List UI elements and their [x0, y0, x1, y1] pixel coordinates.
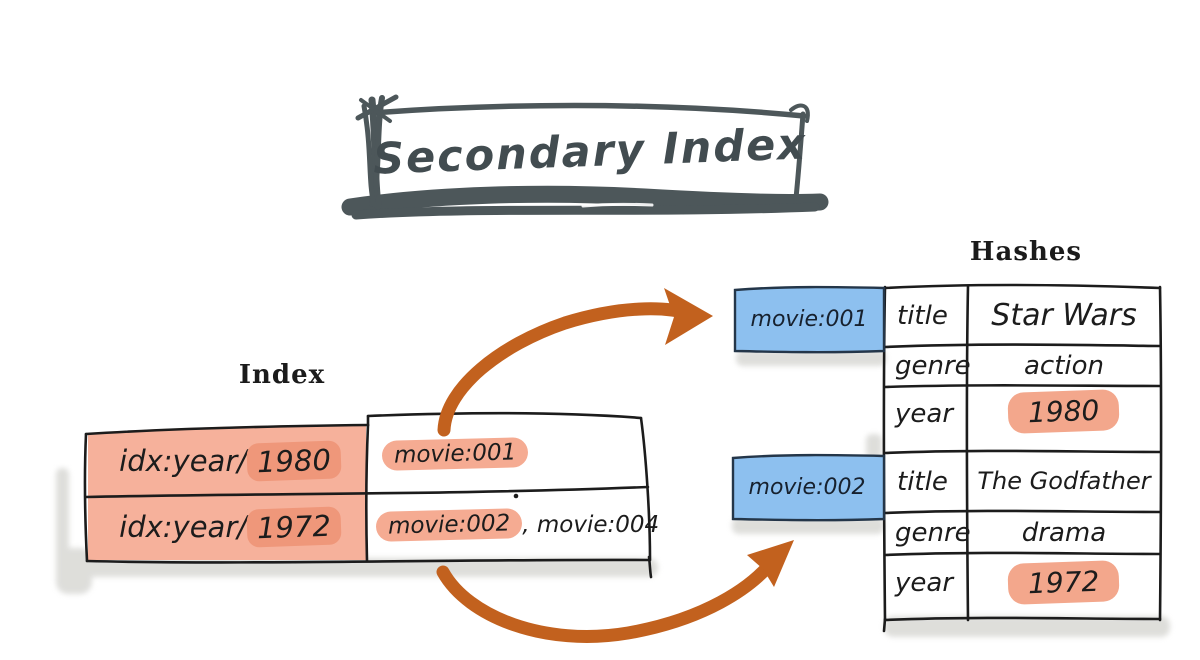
index-key-prefix-1: idx:year/	[119, 444, 248, 478]
key-box-movie-002	[731, 453, 886, 522]
index-value-hl-2: movie:002	[375, 508, 523, 542]
hash-key-movie-001: movie:001	[750, 306, 868, 332]
arrow-to-movie-002	[436, 540, 794, 643]
hash-value-genre-2: drama	[1021, 518, 1107, 548]
hash-key-movie-002: movie:002	[748, 474, 866, 500]
hash-value-title-2: The Godfather	[977, 467, 1151, 495]
hash-field-genre-2: genre	[895, 518, 971, 548]
index-key-year-1: 1980	[246, 440, 342, 482]
hash-value-year-1: 1980	[974, 388, 1154, 434]
index-value-row-1: movie:001	[381, 437, 632, 471]
hash-field-title-2: title	[897, 467, 948, 497]
index-value-rest-2: , movie:004	[522, 512, 660, 538]
key-box-movie-001	[733, 285, 886, 354]
hash-value-genre-1: action	[1023, 351, 1105, 381]
index-key-row-2: idx:year/1972	[98, 503, 362, 551]
hash-field-year-2: year	[895, 568, 954, 598]
hash-table-grid	[882, 283, 1163, 633]
index-key-year-2: 1972	[246, 506, 342, 548]
arrow-to-movie-001	[437, 288, 713, 437]
hash-value-year-1-highlight: 1980	[1007, 388, 1121, 434]
index-table-label: Index	[238, 360, 326, 390]
index-value-row-2: movie:002, movie:004	[375, 505, 659, 545]
hash-value-year-2: 1972	[974, 558, 1154, 606]
hash-field-genre-1: genre	[895, 351, 971, 381]
hash-value-title-1: Star Wars	[991, 297, 1137, 333]
banner-frame	[341, 94, 829, 220]
banner-title: Secondary Index	[372, 119, 808, 185]
index-value-hl-1: movie:001	[381, 437, 529, 471]
hash-field-title-1: title	[897, 301, 948, 331]
hash-field-year-1: year	[895, 399, 954, 429]
hashes-label: Hashes	[969, 237, 1083, 267]
index-key-prefix-2: idx:year/	[119, 510, 248, 544]
index-key-row-1: idx:year/1980	[98, 437, 362, 485]
hash-value-year-2-highlight: 1972	[1007, 559, 1121, 605]
